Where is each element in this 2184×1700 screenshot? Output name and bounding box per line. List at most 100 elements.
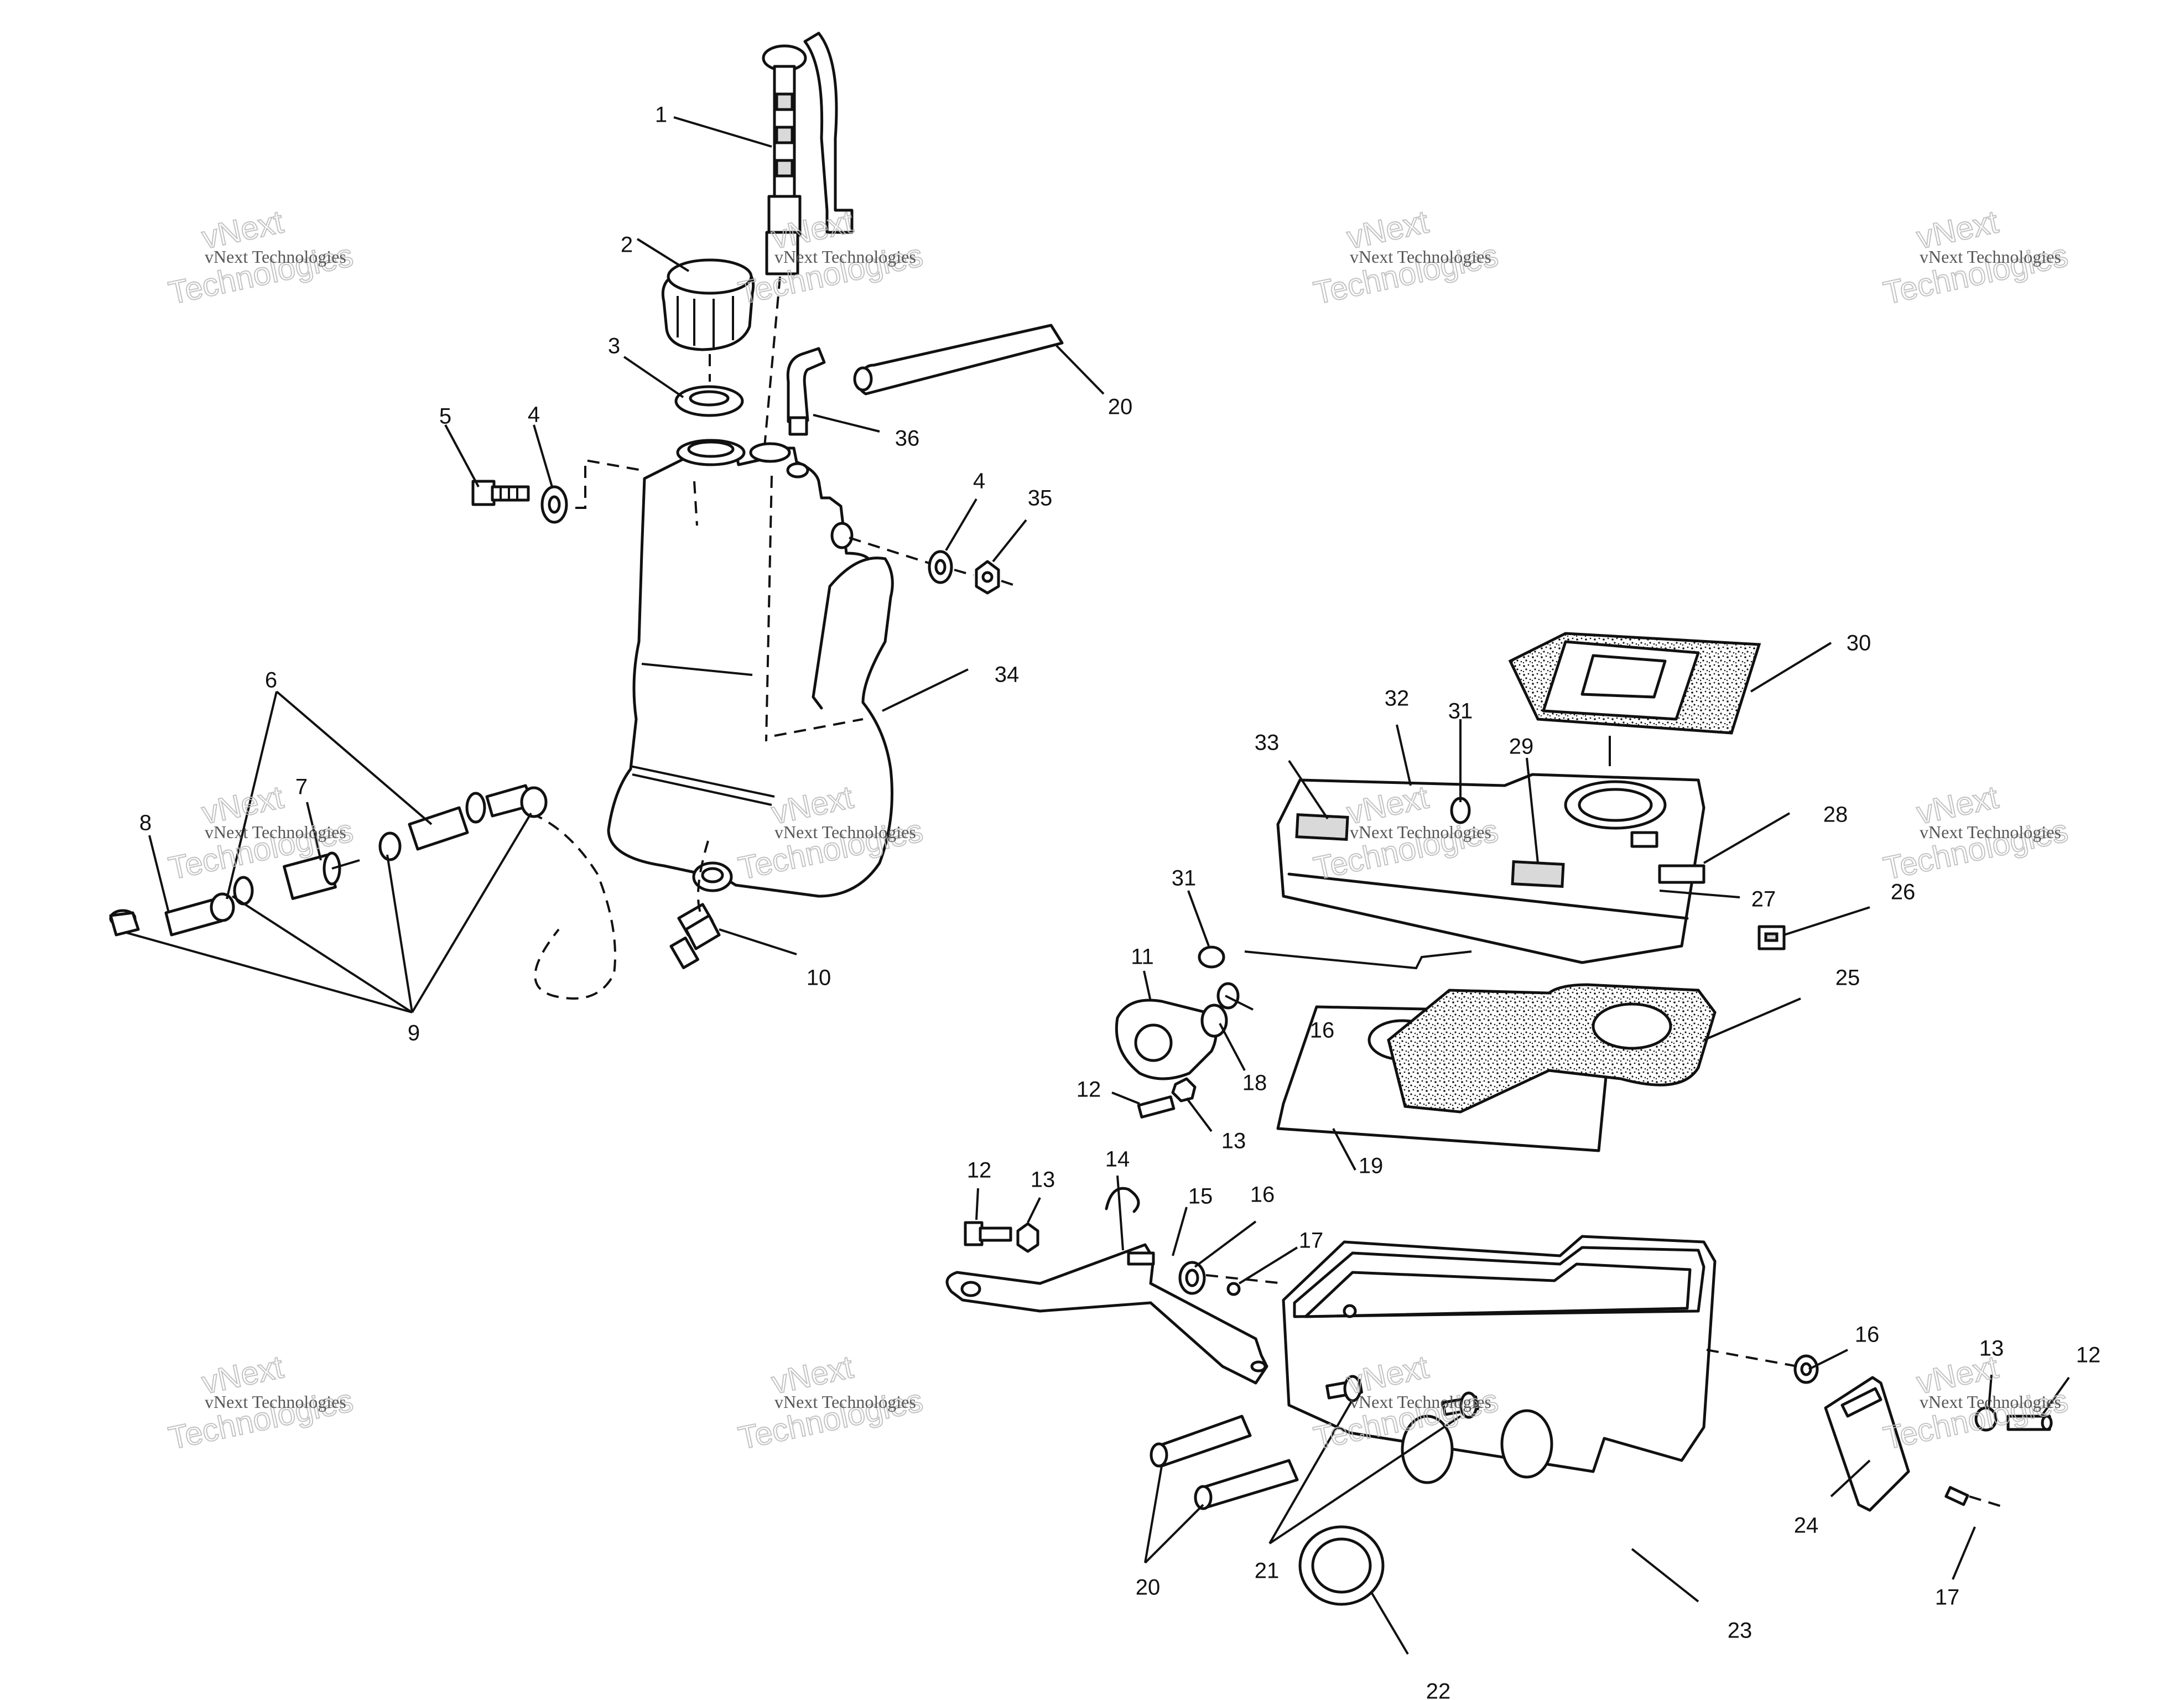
vent-tube-part (853, 324, 1064, 396)
watermark: vNext Technologies vNext Technologies (735, 1348, 927, 1457)
callout-13-left: 13 (1031, 1168, 1055, 1192)
filter-line-assembly (109, 784, 548, 937)
watermark: vNext Technologies vNext Technologies (735, 203, 927, 311)
screw-part-left (964, 1221, 1039, 1253)
bolt-part (471, 480, 530, 506)
filler-cap-part (661, 258, 755, 351)
callout-28: 28 (1823, 803, 1848, 827)
callout-1: 1 (655, 103, 667, 127)
callout-35: 35 (1028, 486, 1053, 511)
bracket-part (945, 1243, 1268, 1385)
grommet-part (1178, 1261, 1241, 1296)
callout-29: 29 (1509, 735, 1534, 759)
callout-27: 27 (1751, 887, 1776, 912)
callout-21: 21 (1255, 1559, 1280, 1583)
callout-36: 36 (895, 427, 920, 451)
airbox-assembly (945, 632, 2053, 1606)
screw-part (1137, 1077, 1197, 1119)
callout-11: 11 (1131, 945, 1154, 969)
side-plate-part (1824, 1376, 1910, 1512)
callout-23: 23 (1728, 1619, 1753, 1643)
callout-16-mid: 16 (1310, 1018, 1335, 1043)
callout-2: 2 (621, 233, 633, 257)
callout-32: 32 (1385, 687, 1410, 711)
callout-25: 25 (1835, 966, 1860, 990)
push-rivet-part (1944, 1486, 1969, 1506)
oil-tank-assembly (109, 32, 1064, 1000)
callout-14: 14 (1105, 1147, 1130, 1172)
callout-17-right: 17 (1935, 1585, 1960, 1610)
grommet-part-right (1793, 1354, 1819, 1384)
callout-31-top: 31 (1448, 699, 1473, 724)
oil-tank-body-part (607, 446, 894, 898)
svg-text:vNext Technologies: vNext Technologies (1920, 822, 2061, 842)
svg-text:vNext Technologies: vNext Technologies (1350, 1392, 1491, 1412)
watermark: vNext Technologies vNext Technologies (1880, 203, 2072, 311)
airbox-lid-part (1276, 773, 1705, 964)
watermark: vNext Technologies vNext Technologies (165, 203, 357, 311)
airbox-base-part (1282, 1235, 1717, 1484)
hose-part (1150, 1415, 1299, 1510)
callout-20-bottom: 20 (1136, 1576, 1161, 1600)
callout-9: 9 (408, 1021, 420, 1046)
cap-gasket-part (674, 385, 744, 417)
boot-ring-part (1298, 1525, 1385, 1606)
callout-15: 15 (1188, 1184, 1213, 1209)
leader-lines (124, 116, 2070, 1655)
valve-part (1115, 982, 1240, 1080)
screw-part-right (1974, 1406, 2053, 1432)
svg-text:vNext Technologies: vNext Technologies (1920, 247, 2061, 267)
foam-pad-part (1508, 632, 1761, 735)
svg-text:vNext Technologies: vNext Technologies (774, 247, 916, 267)
watermark: vNext Technologies vNext Technologies (1310, 203, 1502, 311)
callout-13-right: 13 (1979, 1337, 2004, 1361)
callout-19: 19 (1359, 1154, 1384, 1178)
callout-6: 6 (265, 668, 277, 693)
callout-24: 24 (1794, 1514, 1819, 1538)
outlet-fitting-part (669, 861, 733, 969)
svg-text:vNext Technologies: vNext Technologies (205, 247, 346, 267)
callout-12-mid: 12 (1077, 1078, 1101, 1102)
svg-text:vNext Technologies: vNext Technologies (205, 1392, 346, 1412)
callout-8: 8 (139, 811, 152, 835)
washer-part (540, 485, 568, 524)
callout-18: 18 (1242, 1071, 1267, 1095)
callout-5: 5 (439, 404, 451, 429)
svg-text:vNext Technologies: vNext Technologies (1350, 247, 1491, 267)
foam-filter-part (1387, 983, 1717, 1114)
callout-numbers: 1 2 3 36 20 5 4 4 35 34 6 7 8 10 9 30 32… (139, 103, 2100, 1700)
callout-16-center: 16 (1250, 1183, 1275, 1207)
watermark: vNext Technologies vNext Technologies (1880, 1348, 2072, 1457)
watermark: vNext Technologies vNext Technologies (165, 1348, 357, 1457)
callout-17-center: 17 (1299, 1229, 1324, 1253)
svg-text:vNext Technologies: vNext Technologies (774, 822, 916, 842)
callout-30: 30 (1847, 631, 1871, 656)
clip-part (1757, 925, 1786, 950)
callout-12-left: 12 (967, 1158, 992, 1183)
svg-text:vNext Technologies: vNext Technologies (774, 1392, 916, 1412)
svg-text:vNext Technologies: vNext Technologies (205, 822, 346, 842)
callout-3: 3 (608, 334, 620, 358)
tank-neck-part (676, 439, 791, 466)
svg-text:vNext Technologies: vNext Technologies (1920, 1392, 2061, 1412)
callout-26: 26 (1891, 880, 1916, 904)
callout-20-top: 20 (1108, 395, 1133, 419)
callout-22: 22 (1426, 1680, 1451, 1700)
callout-4-left: 4 (528, 403, 540, 427)
watermark: vNext Technologies vNext Technologies (1880, 778, 2072, 887)
callout-10: 10 (807, 966, 831, 990)
callout-31-left: 31 (1172, 866, 1197, 891)
callout-12-right: 12 (2076, 1343, 2101, 1368)
elbow-fitting-part (786, 347, 826, 436)
callout-7: 7 (295, 775, 308, 799)
svg-text:vNext Technologies: vNext Technologies (1350, 822, 1491, 842)
callout-33: 33 (1255, 731, 1280, 755)
dipstick-sender-part (762, 32, 854, 275)
washer-part-right (928, 550, 953, 584)
callout-13-mid: 13 (1221, 1129, 1246, 1153)
callout-34: 34 (995, 663, 1020, 687)
callout-16-right: 16 (1855, 1323, 1880, 1347)
callout-4-right: 4 (973, 469, 985, 493)
nut-part (975, 560, 1000, 595)
